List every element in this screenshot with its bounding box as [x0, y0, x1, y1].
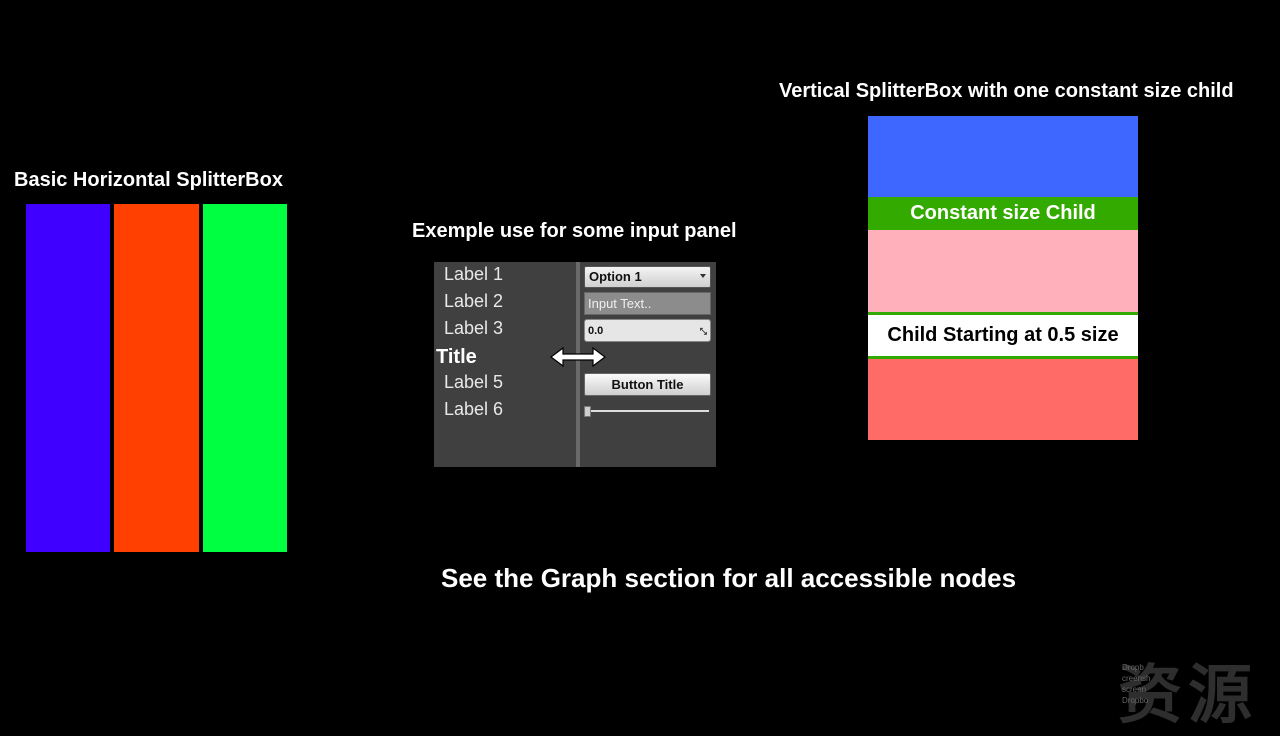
vertical-child-salmon	[868, 359, 1138, 440]
vertical-child-blue	[868, 116, 1138, 197]
horizontal-splitter-box	[26, 204, 287, 552]
option-dropdown[interactable]: Option 1	[584, 266, 711, 288]
spinbox-value: 0.0	[588, 325, 604, 337]
label-6: Label 6	[444, 399, 504, 419]
label-3: Label 3	[444, 318, 504, 338]
splitter-pane-blue	[26, 204, 111, 552]
spin-icon: ⤡	[699, 326, 707, 336]
watermark-small-text: Dropb creensh screen Dropbo	[1122, 663, 1151, 705]
input-panel-title: Exemple use for some input panel	[412, 220, 737, 242]
watermark-logo: 资源 Dropb creensh screen Dropbo	[1118, 650, 1280, 731]
watermark-large-text: 资源	[1118, 659, 1258, 731]
label-2: Label 2	[444, 291, 504, 311]
slider-thumb[interactable]	[584, 406, 591, 417]
vertical-splitter-title: Vertical SplitterBox with one constant s…	[779, 80, 1234, 102]
splitter-handle[interactable]	[576, 262, 580, 467]
splitter-pane-orange	[114, 204, 199, 552]
text-input[interactable]: Input Text..	[584, 292, 711, 315]
numeric-spinbox[interactable]: 0.0 ⤡	[584, 319, 711, 342]
title-button[interactable]: Button Title	[584, 373, 711, 396]
dropdown-value: Option 1	[589, 269, 642, 284]
vertical-child-pink	[868, 230, 1138, 312]
label-1: Label 1	[444, 264, 504, 284]
chevron-down-icon	[700, 274, 706, 278]
vertical-splitter-box: Constant size Child Child Starting at 0.…	[868, 116, 1138, 440]
slider-track	[586, 410, 709, 412]
resize-arrow-icon	[550, 346, 606, 368]
panel-section-title: Title	[436, 346, 477, 368]
input-panel: Label 1 Label 2 Label 3 Title Label 5 La…	[434, 262, 716, 467]
label-5: Label 5	[444, 372, 504, 392]
splitter-pane-green	[202, 204, 287, 552]
footer-note: See the Graph section for all accessible…	[441, 563, 1017, 593]
value-slider[interactable]	[584, 402, 711, 418]
horizontal-splitter-title: Basic Horizontal SplitterBox	[14, 169, 283, 191]
constant-size-child: Constant size Child	[868, 197, 1138, 230]
half-size-child: Child Starting at 0.5 size	[868, 312, 1138, 359]
